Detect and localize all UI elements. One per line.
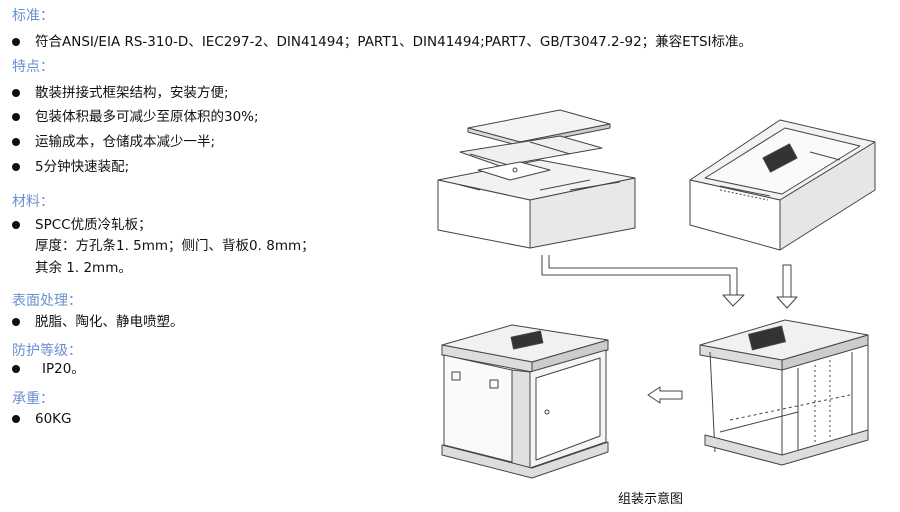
bullet-icon xyxy=(12,365,20,373)
material-other-line: 其余 1. 2mm。 xyxy=(35,260,132,276)
bullet-icon xyxy=(12,89,20,97)
top-cover-pack-icon xyxy=(689,119,876,251)
bullet-icon xyxy=(12,113,20,121)
bullet-icon xyxy=(12,318,20,326)
protection-heading: 防护等级： xyxy=(12,343,82,359)
feature-item: 包装体积最多可减少至原体积的30%; xyxy=(35,109,259,125)
load-item: 60KG xyxy=(35,411,72,427)
bullet-icon xyxy=(12,38,20,46)
arrow-down-icon xyxy=(541,255,798,309)
figure-caption: 组装示意图 xyxy=(618,492,684,507)
features-heading: 特点： xyxy=(12,59,54,75)
feature-item: 运输成本，仓储成本减少一半; xyxy=(35,134,216,150)
flat-pack-icon xyxy=(437,109,636,249)
bullet-icon xyxy=(12,163,20,171)
surface-item: 脱脂、陶化、静电喷塑。 xyxy=(35,314,184,330)
material-item: SPCC优质冷轧板； xyxy=(35,217,152,233)
load-heading: 承重： xyxy=(12,391,54,407)
bullet-icon xyxy=(12,221,20,229)
standard-item: 符合ANSI/EIA RS-310-D、IEC297-2、DIN41494；PA… xyxy=(35,34,753,50)
standard-heading: 标准： xyxy=(12,8,54,24)
feature-item: 5分钟快速装配; xyxy=(35,159,130,175)
material-thickness-line: 厚度：方孔条1. 5mm；侧门、背板0. 8mm； xyxy=(35,238,315,254)
bullet-icon xyxy=(12,138,20,146)
assembled-frame-icon xyxy=(699,319,869,466)
finished-cabinet-icon xyxy=(441,324,609,479)
surface-heading: 表面处理： xyxy=(12,293,82,309)
bullet-icon xyxy=(12,415,20,423)
arrow-left-icon xyxy=(647,386,683,404)
feature-item: 散装拼接式框架结构，安装方便; xyxy=(35,85,229,101)
protection-item: IP20。 xyxy=(42,361,85,377)
material-heading: 材料： xyxy=(12,194,54,210)
assembly-illustration xyxy=(437,109,876,479)
